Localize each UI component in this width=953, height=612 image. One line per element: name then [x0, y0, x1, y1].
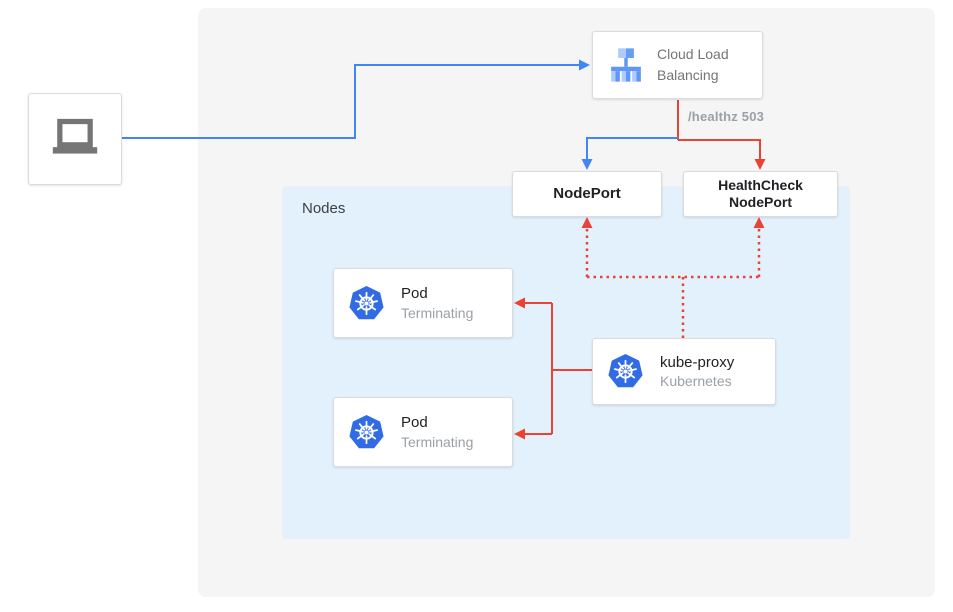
pod-status: Terminating: [401, 433, 474, 450]
pod-node-1: Pod Terminating: [333, 268, 513, 338]
healthcheck-nodeport-node: HealthCheck NodePort: [683, 171, 838, 217]
kubernetes-helm-icon: [608, 354, 643, 388]
cloud-load-balancing-label: Cloud Load Balancing: [657, 46, 729, 83]
pod-title: Pod: [401, 285, 428, 303]
cloud-load-balancing-node: Cloud Load Balancing: [592, 31, 763, 99]
kubernetes-helm-icon: [349, 285, 384, 319]
nodes-group-label: Nodes: [302, 200, 346, 217]
healthz-status-label: /healthz 503: [688, 109, 765, 124]
pod-title: Pod: [401, 414, 428, 432]
load-balancer-icon: [611, 48, 641, 82]
pod-status: Terminating: [401, 304, 474, 321]
kube-proxy-title: kube-proxy: [660, 353, 735, 371]
client-node: [28, 93, 122, 185]
nodeport-node: NodePort: [512, 171, 662, 217]
kube-proxy-subtitle: Kubernetes: [660, 373, 732, 390]
pod-node-2: Pod Terminating: [333, 397, 513, 467]
kube-proxy-node: kube-proxy Kubernetes: [592, 338, 776, 405]
laptop-icon: [52, 118, 98, 154]
healthcheck-nodeport-label: HealthCheck NodePort: [718, 176, 803, 211]
kubernetes-helm-icon: [349, 414, 384, 448]
nodeport-label: NodePort: [553, 184, 621, 202]
